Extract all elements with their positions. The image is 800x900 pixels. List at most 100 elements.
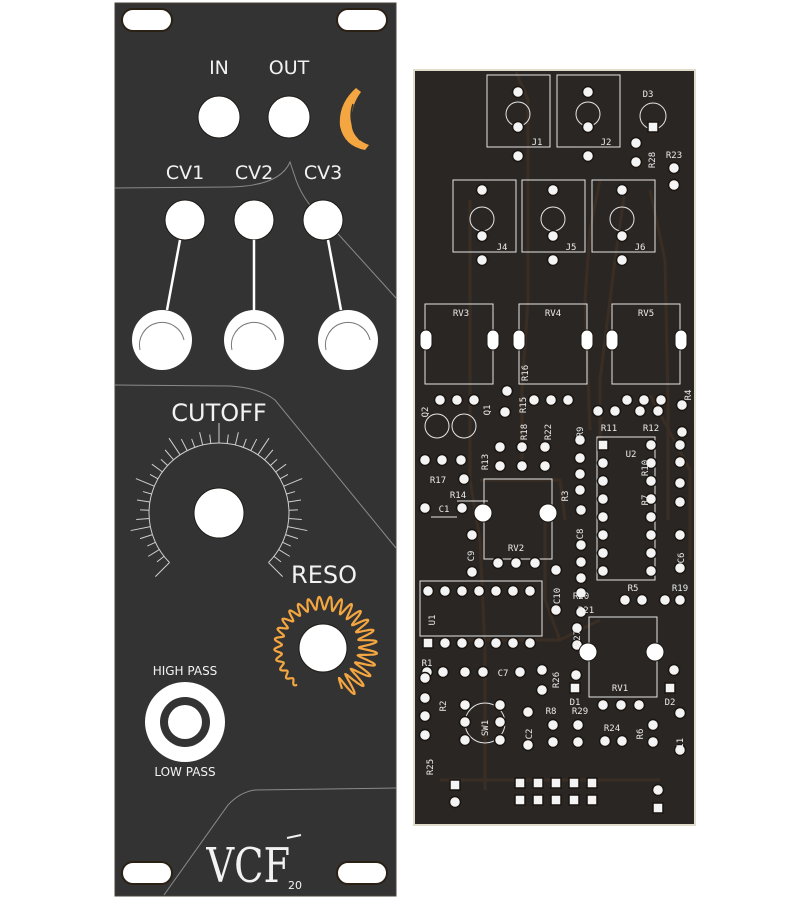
pcb-pad (528, 556, 542, 570)
pcb-pad (549, 603, 563, 617)
reso-knob[interactable] (298, 623, 348, 673)
designator-rv2: RV2 (508, 544, 524, 554)
cutoff-tick (180, 438, 188, 451)
label-cv1: CV1 (166, 162, 204, 184)
pcb-pad (493, 733, 507, 747)
pcb-pad (435, 453, 449, 467)
cv3-jack[interactable] (302, 199, 344, 241)
cv2-knob[interactable] (224, 310, 284, 370)
designator-r10: R10 (641, 460, 651, 476)
designator-r28: R28 (648, 152, 658, 168)
pcb-pad (532, 777, 544, 789)
label-cv3: CV3 (304, 162, 342, 184)
cv1-jack[interactable] (164, 199, 206, 241)
designator-j6: J6 (635, 243, 646, 253)
pcb-pad (493, 715, 507, 729)
designator-j4: J4 (497, 243, 508, 253)
mount-slot-bottom-left (121, 861, 173, 885)
pcb-pad (608, 404, 622, 418)
pcb-pad (644, 474, 658, 488)
pcb-pad (673, 455, 687, 469)
pcb-pad (667, 663, 681, 677)
cutoff-tick (147, 549, 160, 557)
pcb-pad (511, 85, 525, 99)
mount-slot-top-right (336, 8, 388, 32)
out-jack[interactable] (267, 95, 311, 139)
pcb-pad (418, 709, 432, 723)
pcb-pad (457, 472, 471, 486)
pcb-pad (532, 794, 544, 806)
pcb-pad (455, 584, 469, 598)
cutoff-scale (130, 423, 308, 577)
label-high-pass: HIGH PASS (153, 664, 218, 678)
pcb-pad (509, 556, 523, 570)
pcb-pad (422, 637, 434, 649)
pcb-pad (527, 393, 541, 407)
cv1-knob[interactable] (132, 310, 192, 370)
designator-r9: R9 (576, 427, 586, 438)
pcb-pad (644, 456, 658, 470)
cutoff-tick (234, 432, 239, 446)
designator-r6: R6 (636, 729, 646, 740)
designator-r15: R15 (519, 397, 529, 413)
designator-q2: Q2 (421, 407, 431, 418)
cutoff-tick (226, 434, 229, 444)
pcb-pad (667, 161, 681, 175)
pcb-pad (568, 794, 580, 806)
pcb-pad (573, 433, 587, 447)
cv3-knob[interactable] (318, 310, 378, 370)
designator-c10: C10 (553, 588, 563, 604)
pcb-pad (550, 777, 562, 789)
pcb-pad (535, 683, 549, 697)
pcb-pad (458, 733, 472, 747)
pcb-pad (644, 564, 658, 578)
pcb-pad (514, 777, 526, 789)
pcb-pad (673, 743, 687, 757)
mode-switch[interactable] (145, 682, 225, 762)
pcb-pad (574, 571, 588, 585)
pcb-pad (586, 794, 598, 806)
pcb-pad (465, 528, 479, 542)
pcb-pad (550, 794, 562, 806)
designator-r22: R22 (544, 424, 554, 440)
cutoff-tick (279, 473, 289, 480)
pcb-pad (574, 586, 588, 600)
label-cv2: CV2 (235, 162, 273, 184)
designator-j5: J5 (566, 243, 577, 253)
cutoff-tick (286, 491, 296, 495)
cutoff-tick (209, 434, 212, 444)
designator-j2: J2 (601, 138, 612, 148)
designator-u2: U2 (626, 450, 637, 460)
designator-r16: R16 (521, 365, 531, 381)
designator-r13: R13 (481, 454, 491, 470)
pcb-pad (673, 706, 687, 720)
designator-r4: R4 (684, 390, 694, 401)
pcb-pad (455, 501, 469, 515)
pcb-pad (475, 183, 489, 197)
in-jack[interactable] (197, 95, 241, 139)
cutoff-tick (160, 459, 168, 466)
designator-r12: R12 (643, 424, 659, 434)
designator-c11: C11 (676, 738, 686, 754)
pcb-pad (596, 698, 610, 712)
pcb-pad (596, 456, 610, 470)
pcb-pad (569, 668, 583, 682)
pcb-pad (454, 453, 468, 467)
cutoff-tick (155, 562, 170, 577)
designator-rv5: RV5 (638, 309, 654, 319)
pcb-pad (475, 229, 489, 243)
cutoff-knob[interactable] (193, 487, 245, 539)
cutoff-tick (191, 438, 196, 448)
pcb-pad (523, 584, 537, 598)
pcb-pad (523, 636, 537, 650)
designator-sw1: SW1 (481, 720, 491, 736)
pcb-pad (546, 718, 560, 732)
cv2-jack[interactable] (233, 199, 275, 241)
pcb-pad (418, 501, 432, 515)
pcb-pad (489, 636, 503, 650)
pcb-pad (644, 546, 658, 560)
label-cutoff: CUTOFF (171, 399, 266, 427)
pcb-pad (574, 605, 588, 619)
mount-slot-top-left (121, 8, 173, 32)
designator-c6: C6 (677, 553, 687, 564)
